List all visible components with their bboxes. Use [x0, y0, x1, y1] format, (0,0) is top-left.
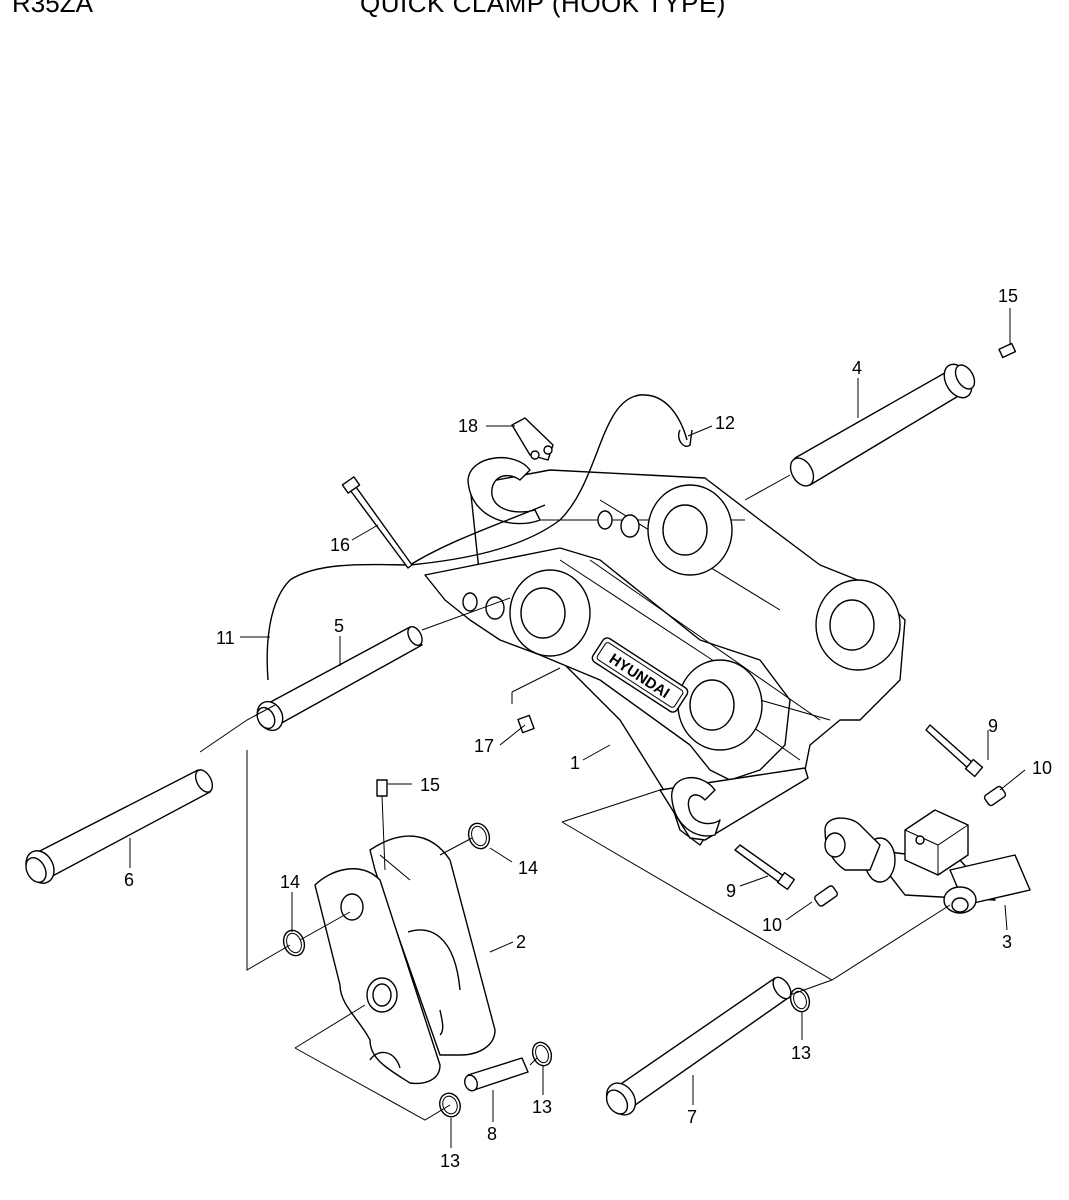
callout-leaders [129, 308, 1026, 1148]
clip-18 [511, 417, 554, 461]
fitting-10-upper [983, 785, 1007, 807]
callout-15-bottom: 15 [420, 775, 440, 795]
callout-14-right: 14 [518, 858, 538, 878]
pin-5 [256, 626, 423, 732]
safety-cable [266, 394, 688, 681]
callout-9-lower: 9 [726, 881, 736, 901]
callout-3: 3 [1002, 932, 1012, 952]
callout-11: 11 [216, 628, 235, 648]
callout-4: 4 [852, 358, 862, 378]
quick-clamp-frame: HYUNDAI [424, 456, 906, 846]
bolt-9-upper [925, 724, 984, 778]
grease-nipple-15-top [998, 342, 1017, 359]
callout-6: 6 [124, 870, 134, 890]
callout-5: 5 [334, 616, 344, 636]
callout-2: 2 [516, 932, 526, 952]
callout-13-middle: 13 [532, 1097, 552, 1117]
callout-9-upper: 9 [988, 716, 998, 736]
callout-14-left: 14 [280, 872, 300, 892]
rod-16 [341, 476, 413, 569]
callout-13-bottom: 13 [440, 1151, 460, 1171]
callout-16: 16 [330, 535, 350, 555]
page-title: QUICK CLAMP (HOOK TYPE) [360, 0, 726, 18]
r-pin-12 [678, 429, 693, 447]
fitting-10-lower [814, 885, 838, 907]
pin-7 [605, 976, 792, 1116]
callout-8: 8 [487, 1124, 497, 1144]
assembly-lines [199, 474, 951, 1121]
pin-6 [25, 769, 214, 884]
callout-12: 12 [715, 413, 735, 433]
grease-nipple-15-bottom [376, 779, 388, 871]
callout-labels: 15 4 18 12 16 11 5 17 1 9 10 15 6 14 14 … [124, 286, 1052, 1171]
callout-10-lower: 10 [762, 915, 782, 935]
pin-4 [789, 363, 976, 487]
callout-18: 18 [458, 416, 478, 436]
hook-2 [314, 835, 496, 1085]
bolt-9-lower [734, 844, 796, 891]
callout-17: 17 [474, 736, 494, 756]
model-code: R35ZA [12, 0, 93, 18]
callout-10-upper: 10 [1032, 758, 1052, 778]
callout-7: 7 [687, 1107, 697, 1127]
pin-8 [464, 1057, 529, 1092]
callout-15-top: 15 [998, 286, 1018, 306]
fitting-17 [517, 714, 535, 734]
callout-1: 1 [570, 753, 580, 773]
callout-13-right: 13 [791, 1043, 811, 1063]
cylinder-3 [824, 809, 1031, 914]
